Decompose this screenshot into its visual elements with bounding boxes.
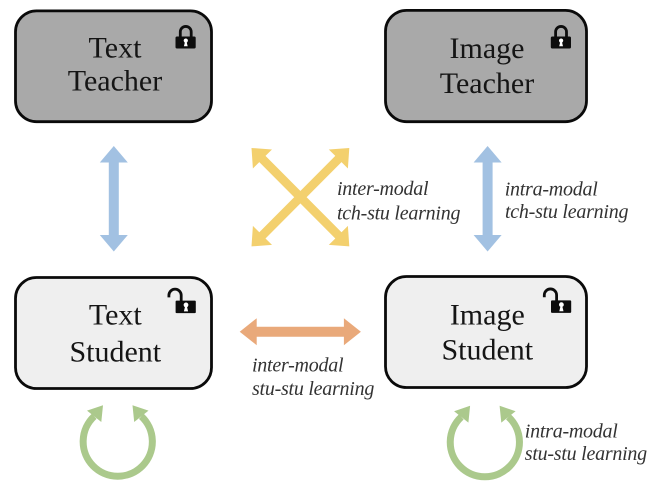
svg-text:Text: Text [89, 299, 143, 332]
svg-text:Image: Image [450, 32, 525, 65]
svg-text:Image: Image [450, 299, 525, 332]
svg-text:Student: Student [441, 334, 533, 367]
svg-text:stu-stu learning: stu-stu learning [252, 378, 374, 400]
svg-text:tch-stu learning: tch-stu learning [505, 201, 628, 223]
svg-text:stu-stu learning: stu-stu learning [525, 443, 647, 465]
svg-text:Teacher: Teacher [68, 64, 162, 97]
svg-text:intra-modal: intra-modal [525, 420, 619, 442]
svg-text:tch-stu learning: tch-stu learning [337, 202, 460, 224]
svg-text:inter-modal: inter-modal [252, 354, 344, 376]
svg-text:inter-modal: inter-modal [337, 178, 429, 200]
svg-text:Text: Text [89, 31, 143, 64]
svg-text:Student: Student [69, 335, 161, 368]
svg-text:intra-modal: intra-modal [505, 178, 599, 200]
svg-text:Teacher: Teacher [440, 67, 534, 100]
